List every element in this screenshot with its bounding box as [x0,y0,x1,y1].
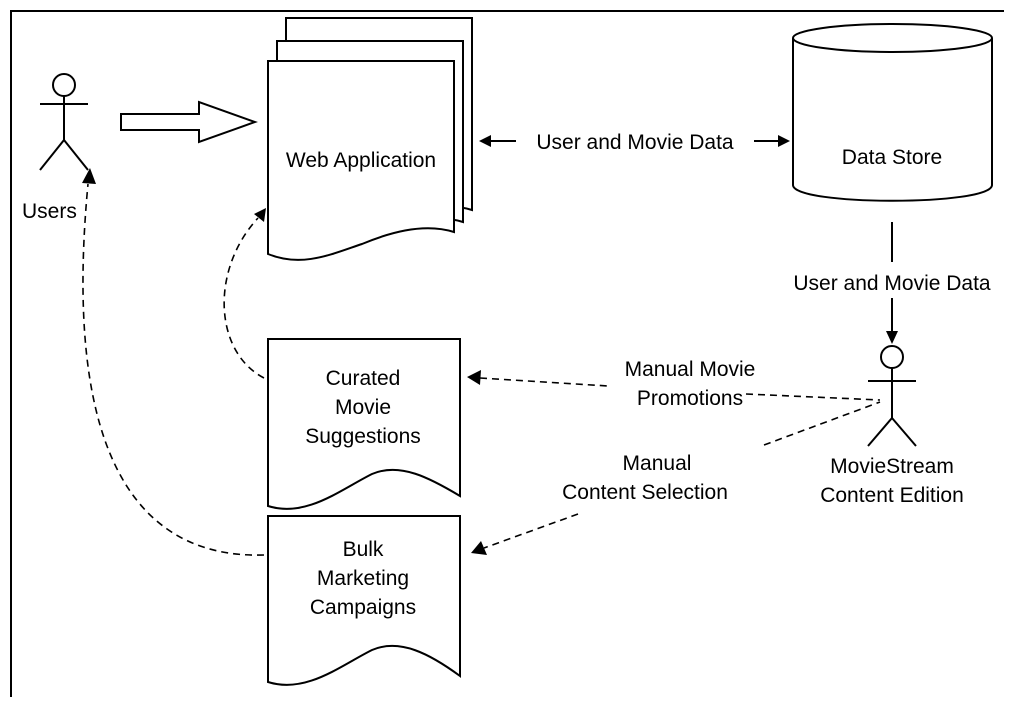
users-to-webapp-arrow [120,100,258,144]
users-label: Users [22,200,77,223]
datastore-editor-arrow [886,222,898,344]
curated-label-line3: Suggestions [305,425,421,448]
editor-label-line2: Content Edition [820,484,964,507]
bulk-to-users-arrow [82,168,265,556]
users-actor [39,73,89,171]
webapp-datastore-label: User and Movie Data [536,131,734,154]
promotions-arrow [467,370,881,401]
curated-suggestions-node [267,338,461,510]
data-store-node [792,23,993,202]
web-application-label: Web Application [286,149,436,172]
curated-label-line2: Movie [335,396,391,419]
webapp-datastore-arrow [479,135,790,147]
bulk-label-line3: Campaigns [310,596,416,619]
data-store-label: Data Store [842,146,942,169]
curated-to-webapp-arrow [223,208,266,379]
bulk-label-line1: Bulk [343,538,384,561]
promotions-label-line2: Promotions [637,387,743,410]
selection-label-line1: Manual [623,452,692,475]
curated-label-line1: Curated [326,367,401,390]
web-application-node [267,17,473,261]
datastore-editor-label: User and Movie Data [793,272,991,295]
bulk-label-line2: Marketing [317,567,409,590]
diagram-frame [10,10,1004,697]
promotions-label-line1: Manual Movie [625,358,756,381]
selection-label-line2: Content Selection [562,481,728,504]
selection-arrow [471,401,881,555]
editor-actor [867,345,917,447]
bulk-campaigns-node [267,515,461,686]
editor-label-line1: MovieStream [830,455,954,478]
